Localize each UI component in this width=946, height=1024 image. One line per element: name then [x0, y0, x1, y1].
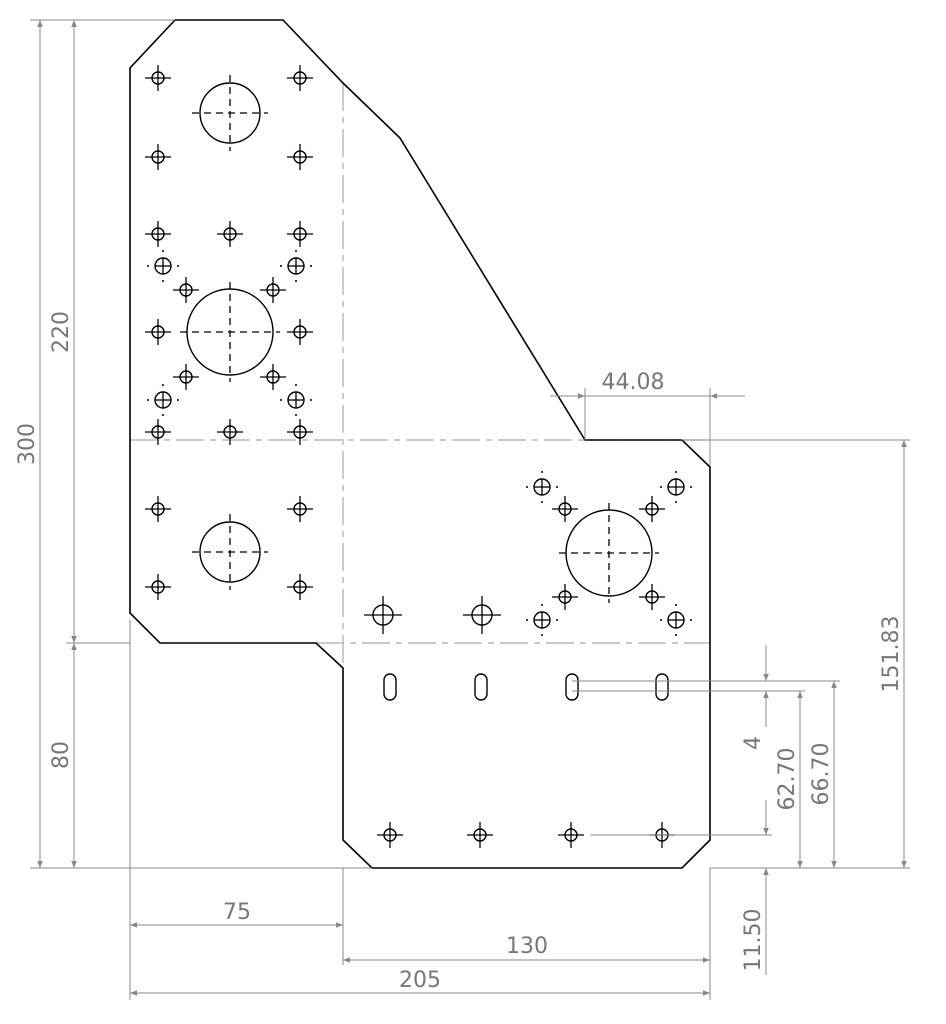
bore-holes	[180, 75, 659, 603]
plate-outline	[129, 19, 711, 869]
dim-overall-height: 300	[15, 423, 40, 465]
dim-lower-height: 80	[49, 741, 74, 769]
dim-right-height: 151.83	[879, 616, 904, 693]
dim-hole-row-height: 11.50	[741, 909, 766, 972]
dim-step-offset: 44.08	[602, 370, 665, 395]
slots	[383, 673, 669, 701]
dim-slot-top: 66.70	[809, 743, 834, 806]
dim-left-width: 75	[223, 900, 251, 925]
dim-slot-bottom: 62.70	[775, 748, 800, 811]
dim-slot-length: 4	[741, 736, 766, 750]
dimension-lines	[37, 20, 907, 996]
extension-lines	[30, 19, 910, 1000]
mounting-holes	[144, 64, 693, 849]
dim-overall-width: 205	[399, 968, 441, 993]
dim-upper-height: 220	[49, 311, 74, 353]
dim-right-width: 130	[506, 934, 548, 959]
